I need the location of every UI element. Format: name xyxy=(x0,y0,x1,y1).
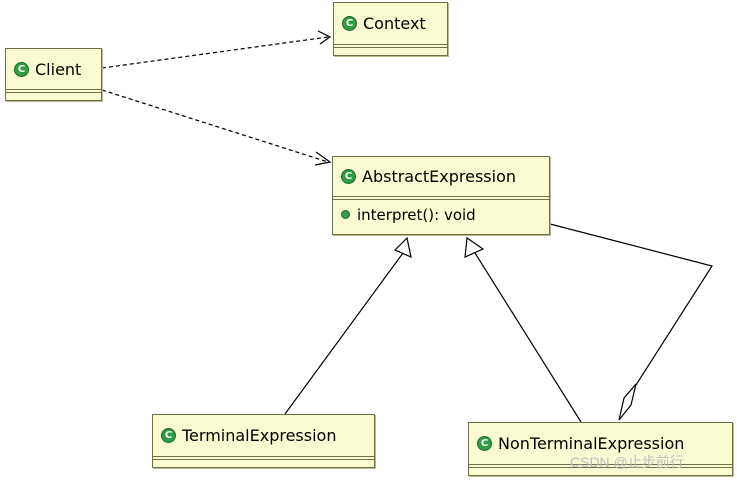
aggregation-diamond xyxy=(618,383,637,421)
aggregation-line xyxy=(549,223,713,386)
operation-interpret-signature: interpret(): void xyxy=(357,205,476,224)
class-terminal-expression-name: TerminalExpression xyxy=(182,426,337,445)
class-non-terminal-expression[interactable]: C NonTerminalExpression xyxy=(468,422,733,476)
dependency-client-abstractexpression-arrowhead xyxy=(314,151,332,166)
generalization-nonterminal-triangle xyxy=(464,236,485,258)
generalization-nonterminal-line xyxy=(474,252,582,423)
class-icon: C xyxy=(341,169,356,184)
class-terminal-expression[interactable]: C TerminalExpression xyxy=(152,414,375,468)
class-abstract-expression-name: AbstractExpression xyxy=(362,167,517,186)
dependency-client-context xyxy=(101,36,329,69)
attributes-compartment xyxy=(333,196,549,199)
attributes-compartment xyxy=(334,44,447,47)
class-context-header: C Context xyxy=(334,3,447,44)
operations-compartment xyxy=(334,47,447,50)
attributes-compartment xyxy=(6,89,101,92)
class-client[interactable]: C Client xyxy=(5,48,102,101)
class-icon: C xyxy=(342,16,357,31)
public-method-icon xyxy=(341,210,350,219)
operations-compartment xyxy=(6,92,101,95)
operations-compartment xyxy=(469,467,732,470)
operations-compartment xyxy=(153,459,374,462)
generalization-terminal-line xyxy=(284,252,404,415)
class-abstract-expression[interactable]: C AbstractExpression interpret(): void xyxy=(332,156,550,235)
attributes-compartment xyxy=(469,464,732,467)
operation-interpret[interactable]: interpret(): void xyxy=(333,200,549,229)
watermark-text: CSDN @止步前行 xyxy=(570,454,684,470)
class-client-header: C Client xyxy=(6,49,101,89)
class-client-name: Client xyxy=(35,59,82,79)
class-icon: C xyxy=(477,436,492,451)
class-context[interactable]: C Context xyxy=(333,2,448,56)
class-context-name: Context xyxy=(363,14,426,33)
generalization-terminal-triangle xyxy=(393,236,412,259)
class-abstract-expression-header: C AbstractExpression xyxy=(333,157,549,196)
class-non-terminal-expression-name: NonTerminalExpression xyxy=(498,434,685,453)
attributes-compartment xyxy=(153,456,374,459)
dependency-client-context-arrowhead xyxy=(317,30,332,45)
class-terminal-expression-header: C TerminalExpression xyxy=(153,415,374,456)
class-icon: C xyxy=(14,61,29,77)
dependency-client-abstractexpression xyxy=(101,89,329,163)
operations-compartment: interpret(): void xyxy=(333,199,549,229)
class-non-terminal-expression-header: C NonTerminalExpression xyxy=(469,423,732,464)
class-icon: C xyxy=(161,428,176,443)
